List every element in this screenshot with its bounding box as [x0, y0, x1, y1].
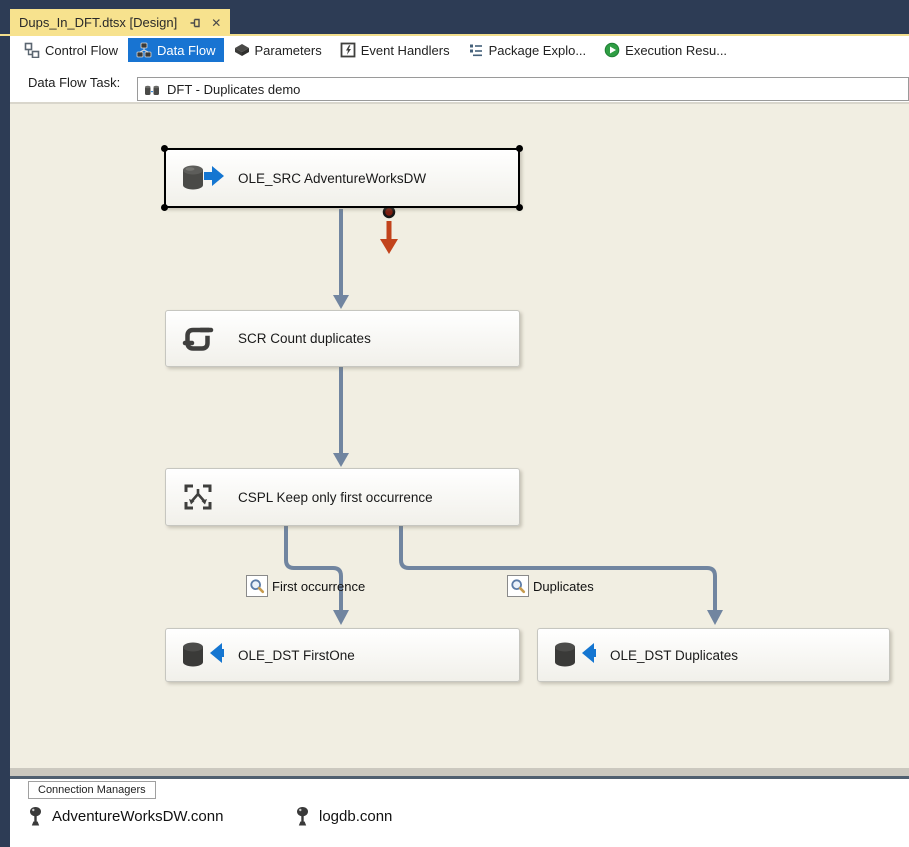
close-icon[interactable]: ✕: [211, 15, 222, 30]
path-label-duplicates: Duplicates: [507, 575, 594, 597]
conditional-split-icon: [180, 482, 226, 512]
tab-parameters[interactable]: Parameters: [226, 38, 330, 62]
tab-package-explorer[interactable]: Package Explo...: [460, 38, 595, 62]
connection-manager-icon: [30, 807, 41, 826]
selection-handle[interactable]: [161, 204, 168, 211]
data-flow-icon: [136, 42, 152, 58]
data-viewer-button[interactable]: [507, 575, 529, 597]
document-tab[interactable]: Dups_In_DFT.dtsx [Design] ✕: [10, 9, 231, 36]
connection-manager-icon: [297, 807, 308, 826]
path-label-text: First occurrence: [272, 578, 366, 594]
component-label: OLE_SRC AdventureWorksDW: [238, 170, 427, 186]
selection-handle[interactable]: [516, 204, 523, 211]
tab-label: Parameters: [254, 42, 322, 58]
left-edge-strip: [0, 36, 10, 847]
connection-manager-label: AdventureWorksDW.conn: [52, 808, 224, 825]
component-cspl-conditional-split[interactable]: CSPL Keep only first occurrence: [165, 468, 520, 526]
script-component-icon: [180, 325, 226, 353]
tab-event-handlers[interactable]: Event Handlers: [332, 38, 458, 62]
data-flow-task-icon: [145, 85, 159, 95]
tab-label: Data Flow: [156, 42, 216, 58]
ole-db-destination-icon: [552, 641, 598, 669]
package-explorer-icon: [469, 44, 482, 57]
tab-label: Package Explo...: [488, 42, 587, 58]
designer-view-tabs: Control Flow Data Flow Parameters: [0, 36, 909, 64]
connection-manager-logdb[interactable]: logdb.conn: [295, 806, 392, 827]
tab-execution-results[interactable]: Execution Resu...: [596, 38, 735, 62]
magnifier-icon: [511, 579, 526, 594]
component-label: CSPL Keep only first occurrence: [238, 489, 433, 505]
data-viewer-button[interactable]: [246, 575, 268, 597]
connection-managers-header[interactable]: Connection Managers: [28, 781, 156, 799]
path-label-text: Duplicates: [533, 578, 594, 594]
tab-control-flow[interactable]: Control Flow: [16, 38, 126, 62]
pin-icon: [190, 18, 200, 27]
selection-handle[interactable]: [161, 145, 168, 152]
pin-icon[interactable]: [189, 17, 201, 29]
tab-label: Execution Resu...: [625, 42, 728, 58]
connection-manager-label: logdb.conn: [319, 808, 393, 825]
component-ole-dst-firstone[interactable]: OLE_DST FirstOne: [165, 628, 520, 682]
data-flow-task-row: Data Flow Task: DFT - Duplicates demo: [0, 64, 909, 104]
connection-managers-panel: Connection Managers AdventureWorksDW.con…: [10, 779, 909, 847]
magnifier-icon: [250, 579, 265, 594]
data-flow-task-value: DFT - Duplicates demo: [167, 81, 301, 97]
component-ole-src-adventureworksdw[interactable]: OLE_SRC AdventureWorksDW: [161, 145, 523, 211]
path-label-first-occurrence: First occurrence: [246, 575, 365, 597]
event-handlers-icon: [340, 42, 356, 58]
document-tab-label: Dups_In_DFT.dtsx [Design]: [19, 15, 178, 30]
connection-manager-adventureworksdw[interactable]: AdventureWorksDW.conn: [28, 806, 223, 827]
panel-separator: [10, 776, 909, 779]
data-flow-task-label: Data Flow Task:: [28, 75, 121, 90]
selection-handle[interactable]: [516, 145, 523, 152]
tab-label: Control Flow: [45, 42, 118, 58]
component-label: OLE_DST Duplicates: [610, 647, 739, 663]
parameters-icon: [234, 44, 249, 56]
ole-db-source-icon: [180, 164, 226, 192]
execution-results-icon: [604, 42, 620, 58]
data-flow-task-combo[interactable]: DFT - Duplicates demo: [137, 77, 909, 101]
tab-data-flow[interactable]: Data Flow: [127, 38, 224, 62]
horizontal-scrollbar[interactable]: [10, 768, 909, 776]
tab-label: Event Handlers: [360, 42, 450, 58]
component-scr-count-duplicates[interactable]: SCR Count duplicates: [165, 310, 520, 367]
component-label: SCR Count duplicates: [238, 331, 371, 346]
ole-db-destination-icon: [180, 641, 226, 669]
control-flow-icon: [24, 42, 40, 58]
component-ole-dst-duplicates[interactable]: OLE_DST Duplicates: [537, 628, 890, 682]
title-bar: Dups_In_DFT.dtsx [Design] ✕: [0, 0, 909, 36]
component-label: OLE_DST FirstOne: [238, 647, 355, 663]
